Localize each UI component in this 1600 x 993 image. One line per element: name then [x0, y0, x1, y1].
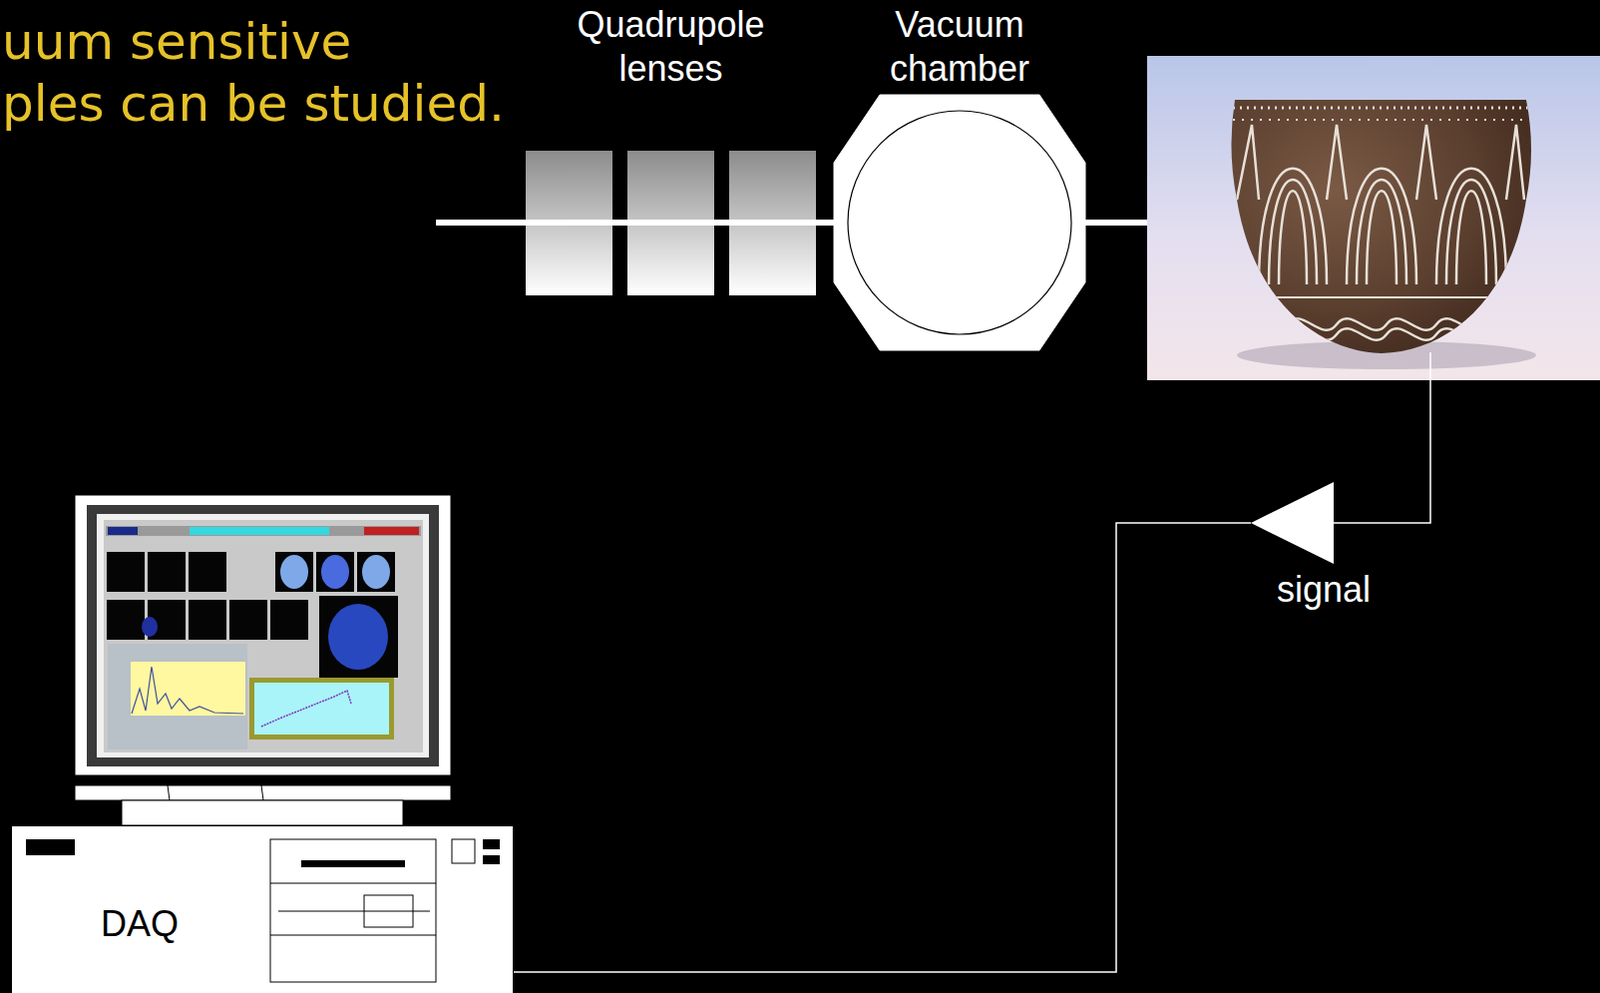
- vacuum-chamber: Vacuum chamber: [833, 0, 1086, 351]
- connector: [513, 522, 1251, 972]
- node-label: DAQ: [14, 901, 265, 946]
- power-button: [451, 838, 475, 863]
- sample-photo: [1147, 55, 1600, 381]
- screen: [103, 519, 423, 753]
- node-label: Vacuum chamber: [859, 2, 1060, 91]
- screen-bar-part: [189, 526, 330, 535]
- screen-bar: [105, 525, 421, 536]
- screen-panel: [107, 643, 248, 750]
- label-holder: uum sensitive: [1, 16, 352, 67]
- screen-plot-line: [131, 666, 244, 714]
- screen-plot: [130, 661, 246, 716]
- screen-plot-frame: [249, 677, 395, 740]
- monitor-stand: [74, 785, 451, 800]
- case-badge: [25, 838, 75, 855]
- signal-wire: [1333, 352, 1431, 523]
- node-shape: [10, 824, 514, 993]
- daq-computer: DAQ: [10, 824, 514, 993]
- monitor-bezel-inner: [96, 513, 429, 758]
- amplifier-triangle: [1250, 481, 1334, 564]
- connector: [815, 219, 834, 226]
- label-holder: ples can be studied.: [1, 78, 505, 129]
- chamber-octagon: [833, 94, 1086, 351]
- drive-bays: [270, 838, 436, 982]
- drive-button: [364, 894, 413, 927]
- bowl-pattern: [1232, 107, 1531, 341]
- quadrupole-lenses: Quadrupole lenses: [525, 0, 816, 296]
- node-label: Quadrupole lenses: [555, 2, 787, 91]
- monitor-stand-line: [167, 785, 170, 800]
- bay-divider: [270, 934, 436, 936]
- beam-line: [435, 219, 526, 226]
- monitor-frame: [74, 494, 451, 776]
- node-label: signal: [1268, 567, 1379, 612]
- amplifier-symbol: signal: [1250, 481, 1381, 622]
- slide-text: uum sensitive: [1, 16, 352, 67]
- beam-line: [525, 219, 816, 226]
- bay-divider: [270, 882, 436, 884]
- photo-ground: [1147, 55, 1600, 381]
- bowl: [1230, 99, 1532, 354]
- screen-plot: [254, 682, 390, 735]
- monitor-base: [121, 800, 403, 825]
- status-light: [482, 854, 500, 864]
- drive-slot: [301, 859, 405, 867]
- screen-bar-part: [364, 526, 419, 535]
- screen-plot-line: [261, 690, 352, 727]
- computer-case: [11, 825, 514, 993]
- slide-text: ples can be studied.: [1, 78, 505, 129]
- monitor: [74, 494, 451, 825]
- monitor-stand-line: [261, 785, 264, 800]
- screen-bar-part: [107, 526, 138, 535]
- status-light: [482, 838, 500, 849]
- chamber-circle: [847, 110, 1072, 335]
- drive-line: [278, 910, 430, 912]
- monitor-bezel: [86, 504, 439, 767]
